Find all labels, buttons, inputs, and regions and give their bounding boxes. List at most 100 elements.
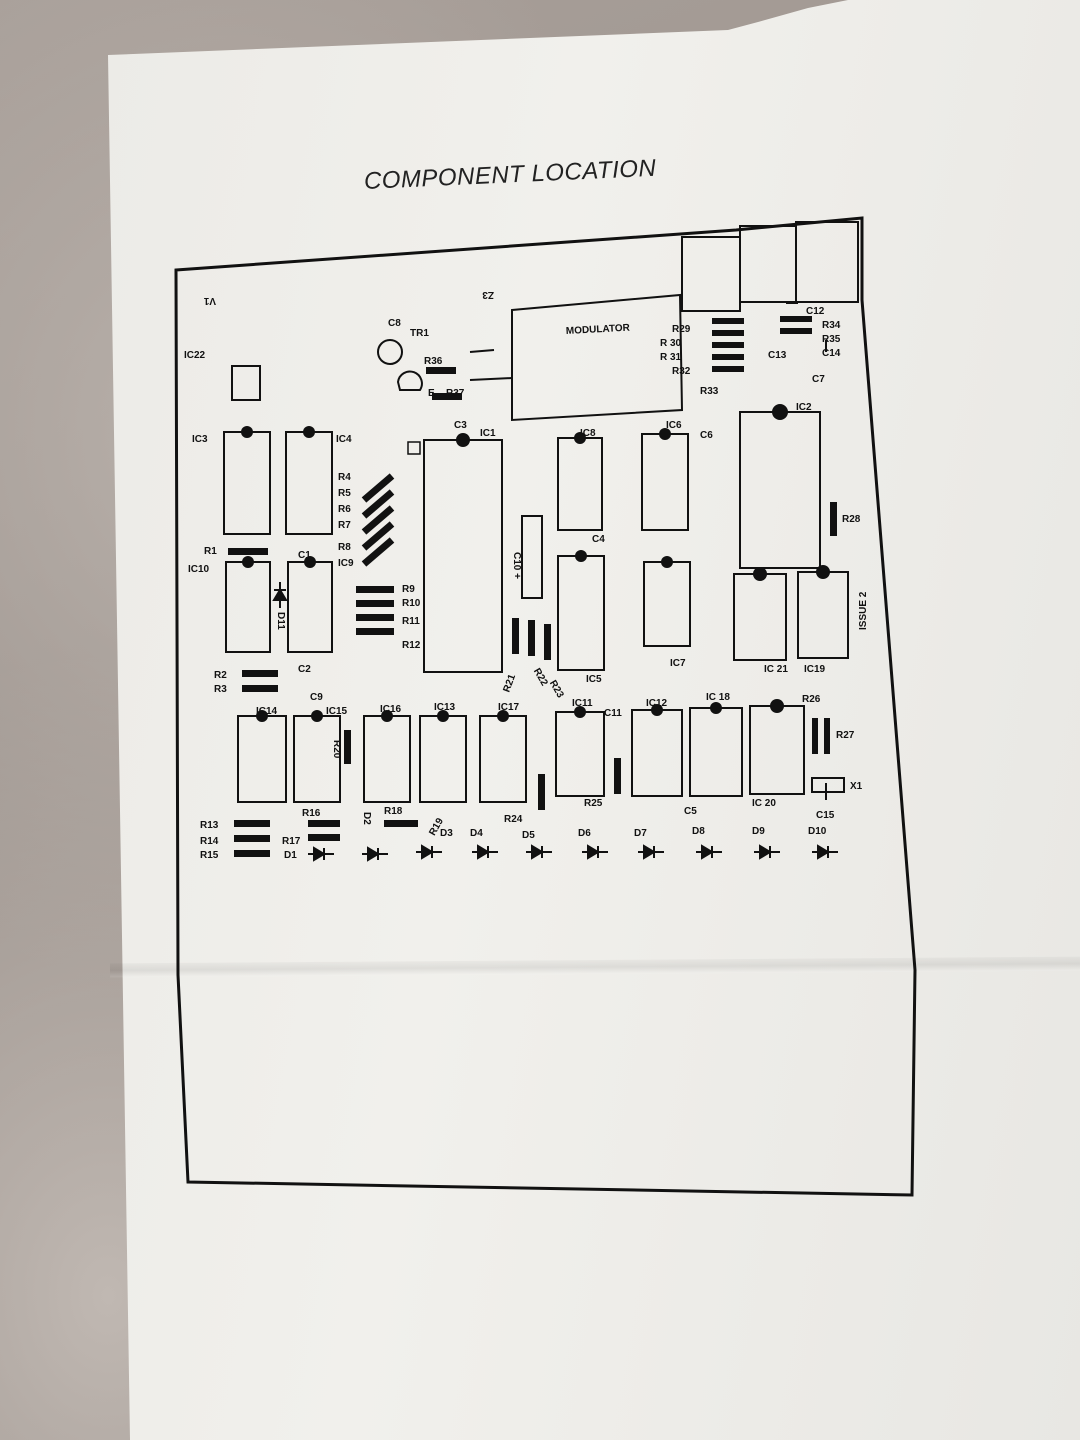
r37-bar <box>432 393 462 400</box>
c4-label: C4 <box>592 534 605 545</box>
ic14-chip <box>237 715 287 803</box>
d8-diode <box>696 844 722 860</box>
r36-label: R36 <box>424 356 443 367</box>
tr1-label: TR1 <box>410 328 429 339</box>
ic8-label: IC8 <box>580 428 596 439</box>
r6-label: R6 <box>338 504 351 515</box>
r11-label: R11 <box>402 616 420 627</box>
d9-diode <box>754 844 780 860</box>
r25-label: R25 <box>584 798 603 809</box>
r18-label: R18 <box>384 806 403 817</box>
ic15-label: IC15 <box>326 706 348 717</box>
d11-label: D11 <box>275 612 286 630</box>
ic15-chip <box>293 715 341 803</box>
ic3-label: IC3 <box>192 434 208 445</box>
r17-label: R17 <box>282 836 301 847</box>
d11-diode <box>272 582 288 608</box>
r14-label: R14 <box>200 836 219 847</box>
r24-label: R24 <box>504 814 523 825</box>
r16-bar <box>308 820 340 827</box>
r11-bar <box>356 614 394 621</box>
r10-label: R10 <box>402 598 421 609</box>
ic16-label: IC16 <box>380 704 402 715</box>
ic20-label: IC 20 <box>752 798 776 809</box>
test-pad <box>407 441 421 455</box>
r25-bar <box>614 758 621 794</box>
r20-label: R20 <box>331 740 342 759</box>
r14-bar <box>234 835 270 842</box>
r21-bar <box>512 618 519 654</box>
r28-label: R28 <box>842 514 861 525</box>
r1-label: R1 <box>204 546 217 557</box>
r31-bar <box>712 342 744 348</box>
r15-label: R15 <box>200 850 219 861</box>
d1-diode <box>308 846 334 862</box>
d7-label: D7 <box>634 828 647 839</box>
r27-label: R27 <box>836 730 855 741</box>
c6-label: C6 <box>700 430 713 441</box>
r3-label: R3 <box>214 684 227 695</box>
ic2-chip <box>739 411 821 569</box>
r12-bar <box>356 628 394 635</box>
r30-label: R 30 <box>660 338 682 349</box>
d7-diode <box>638 844 664 860</box>
d6-label: D6 <box>578 828 591 839</box>
ic6-label: IC6 <box>666 420 682 431</box>
d9-label: D9 <box>752 826 765 837</box>
d6-diode <box>582 844 608 860</box>
d5-label: D5 <box>522 830 535 841</box>
r2-bar <box>242 670 278 677</box>
z3-label: Z3 <box>482 289 494 300</box>
x1-label: X1 <box>850 781 863 792</box>
r33-bar <box>712 366 744 372</box>
ic9-chip <box>287 561 333 653</box>
c14-label: C14 <box>822 348 841 359</box>
v1-label: V1 <box>203 295 216 306</box>
ic22-chip <box>231 365 261 401</box>
ic19-chip <box>797 571 849 659</box>
ic7-chip <box>643 561 691 647</box>
c3-label: C3 <box>454 420 467 431</box>
ic16-chip <box>363 715 411 803</box>
ic20-chip <box>749 705 805 795</box>
ic14-label: IC14 <box>256 706 278 717</box>
c7-label: C7 <box>812 374 825 385</box>
ic2-label: IC2 <box>796 402 812 413</box>
ic1-label: IC1 <box>480 428 496 439</box>
x1-crystal <box>811 777 845 793</box>
r32-label: R32 <box>672 366 691 377</box>
component-labels: V1 Z3 C8 TR1 R36 E R37 C3 MODULATOR R29 … <box>184 289 869 861</box>
d3-diode <box>416 844 442 860</box>
d4-label: D4 <box>470 828 483 839</box>
c15-label: C15 <box>816 810 835 821</box>
c8-label: C8 <box>388 318 401 329</box>
resistor-bars <box>228 316 837 857</box>
r5-label: R5 <box>338 488 351 499</box>
r29-label: R29 <box>672 324 691 335</box>
d8-label: D8 <box>692 826 705 837</box>
ic18-label: IC 18 <box>706 692 730 703</box>
ic11-label: IC11 <box>572 698 593 709</box>
r27-bar <box>824 718 830 754</box>
ic7-label: IC7 <box>670 658 686 669</box>
ic13-label: IC13 <box>434 702 456 713</box>
r32-bar <box>712 354 744 360</box>
diagonal-resistors <box>361 473 395 567</box>
r26-bar <box>812 718 818 754</box>
ic1-chip <box>423 439 503 673</box>
r12-label: R12 <box>402 640 421 651</box>
ic18-chip <box>689 707 743 797</box>
ic12-chip <box>631 709 683 797</box>
ic12-label: IC12 <box>646 698 668 709</box>
ic9-label: IC9 <box>338 558 354 569</box>
ic19-label: IC19 <box>804 664 826 675</box>
ic-chips <box>223 411 849 803</box>
r22-bar <box>528 620 535 656</box>
r37-label: R37 <box>446 388 465 399</box>
r33-label: R33 <box>700 386 719 397</box>
ic4-label: IC4 <box>336 434 352 445</box>
ic11-chip <box>555 711 605 797</box>
r10-bar <box>356 600 394 607</box>
r13-label: R13 <box>200 820 219 831</box>
